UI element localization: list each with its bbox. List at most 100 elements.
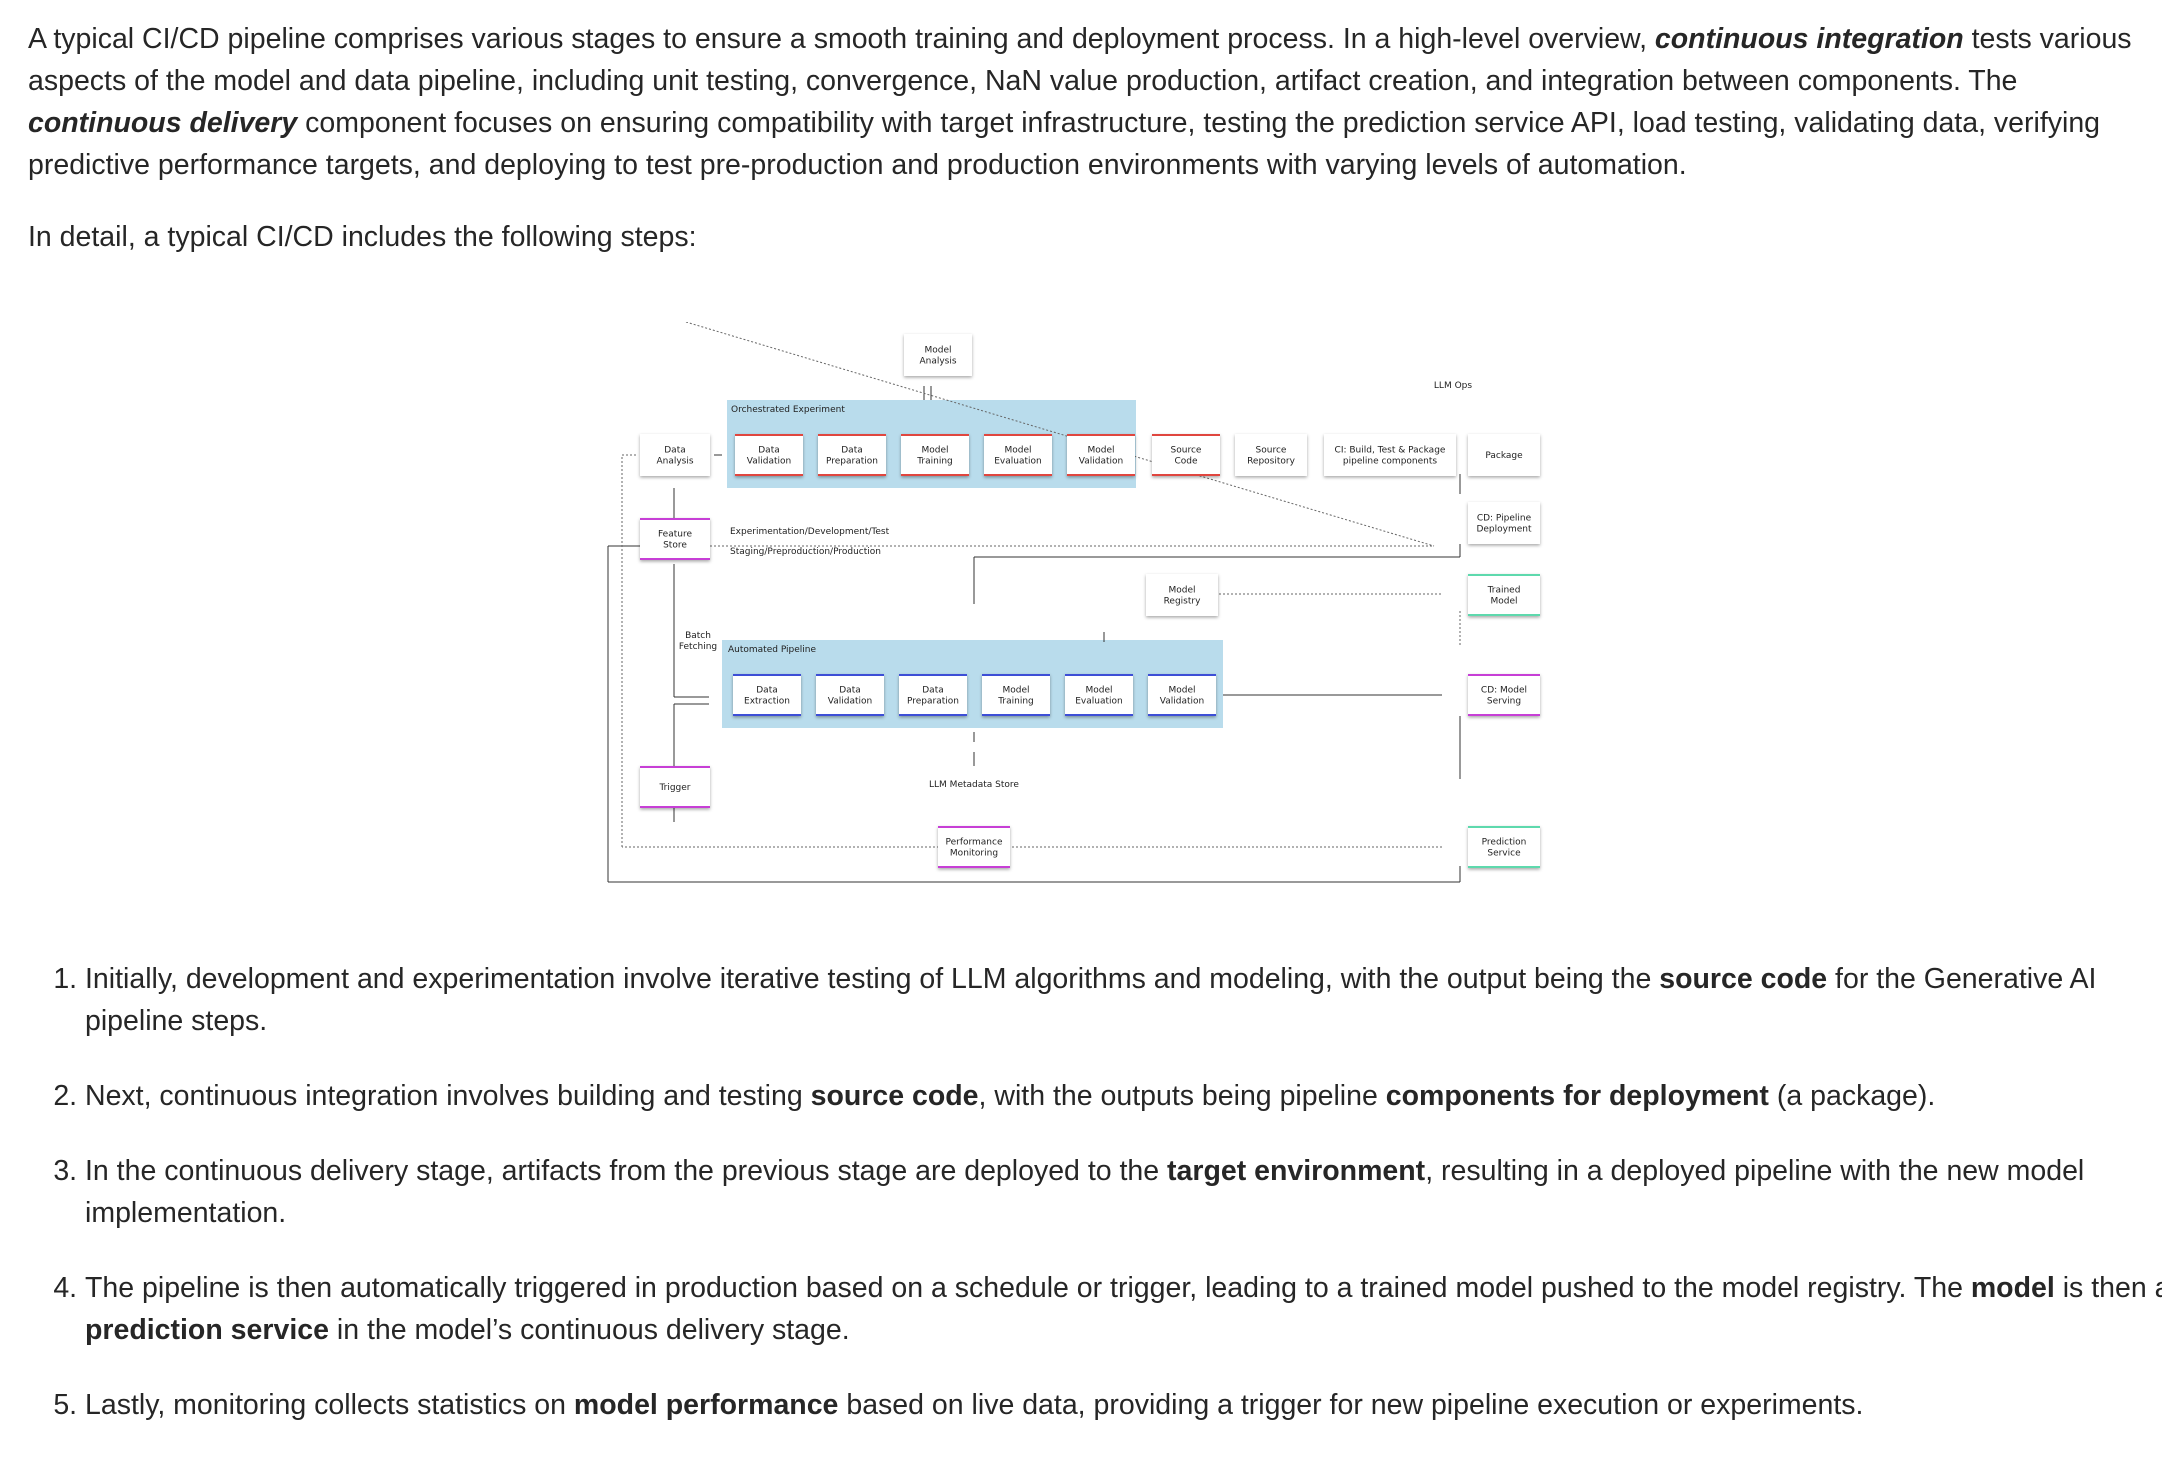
steps-list: Initially, development and experimentati… <box>28 958 2162 1459</box>
automated-step-1-label-2: Extraction <box>744 697 790 707</box>
step-2-bold-b: components for deployment <box>1385 1080 1769 1112</box>
intro-emphasis-ci: continuous integration <box>1654 23 1964 55</box>
step-1-text-b: for the Generative AI pipeline steps. <box>85 963 2097 1037</box>
trained-model-box-label-1: Trained <box>1487 586 1521 596</box>
step-3-text-a: In the continuous delivery stage, artifa… <box>85 1155 1168 1187</box>
step-2-bold-a: source code <box>810 1080 979 1112</box>
cd-model-serving-box-label-2: Serving <box>1487 697 1521 707</box>
orchestrated-step-4-label-2: Evaluation <box>994 457 1042 467</box>
step-item-2: Next, continuous integration involves bu… <box>85 1075 2162 1117</box>
cd-pipeline-deployment-box-label-2: Deployment <box>1476 525 1532 535</box>
step-4-text-b: is then a <box>2054 1272 2162 1304</box>
intro-text-1: A typical CI/CD pipeline comprises vario… <box>28 23 1655 55</box>
step-5-text-a: Lastly, monitoring collects statistics o… <box>85 1389 574 1421</box>
llm-ops-label: LLM Ops <box>1434 381 1472 391</box>
step-4-text-c: in the model’s continuous delivery stage… <box>328 1314 850 1346</box>
automated-step-1-label-1: Data <box>756 686 778 696</box>
orchestrated-step-2-label-2: Preparation <box>826 457 878 467</box>
source-code-box-label-2: Code <box>1174 457 1198 467</box>
orchestrated-step-5-label-2: Validation <box>1079 457 1123 467</box>
step-1-text-a: Initially, development and experimentati… <box>85 963 1660 995</box>
step-item-3: In the continuous delivery stage, artifa… <box>85 1150 2162 1234</box>
orchestrated-step-1-label-2: Validation <box>747 457 791 467</box>
automated-step-2-label-1: Data <box>839 686 861 696</box>
model-analysis-box-label-1: Model <box>924 346 951 356</box>
detail-paragraph: In detail, a typical CI/CD includes the … <box>28 221 697 253</box>
data-analysis-box-label-1: Data <box>664 446 686 456</box>
automated-step-4-label-1: Model <box>1002 686 1029 696</box>
step-4-bold-a: model <box>1970 1272 2055 1304</box>
model-registry-box-label-1: Model <box>1168 586 1195 596</box>
step-item-5: Lastly, monitoring collects statistics o… <box>85 1384 2162 1426</box>
model-registry-box-label-2: Registry <box>1164 597 1202 607</box>
step-item-4: The pipeline is then automatically trigg… <box>85 1267 2162 1351</box>
automated-pipeline-panel <box>722 640 1223 728</box>
intro-paragraph: A typical CI/CD pipeline comprises vario… <box>28 18 2138 186</box>
source-repository-box-label-1: Source <box>1256 446 1287 456</box>
automated-step-6-label-1: Model <box>1168 686 1195 696</box>
trigger-box: Trigger <box>640 766 710 808</box>
trigger-box-label-1: Trigger <box>658 783 690 793</box>
step-2-text-b: , with the outputs being pipeline <box>978 1080 1386 1112</box>
intro-text-2: tests various aspects of the model and d… <box>28 23 2132 97</box>
batch-fetching-label-2: Fetching <box>679 642 717 652</box>
feature-store-box-label-2: Store <box>663 541 687 551</box>
step-3-bold-a: target environment <box>1167 1155 1426 1187</box>
automated-pipeline-label: Automated Pipeline <box>728 645 817 655</box>
step-4-bold-b: prediction service <box>85 1314 329 1346</box>
llm-metadata-store-label: LLM Metadata Store <box>929 780 1019 790</box>
trained-model-box-label-2: Model <box>1490 597 1517 607</box>
experimentation-label: Experimentation/Development/Test <box>730 527 890 537</box>
performance-monitoring-box-label-1: Performance <box>945 838 1002 848</box>
step-5-text-b: based on live data, providing a trigger … <box>838 1389 1864 1421</box>
automated-step-4-label-2: Training <box>997 697 1034 707</box>
step-2-text-a: Next, continuous integration involves bu… <box>85 1080 811 1112</box>
model-analysis-box-label-2: Analysis <box>919 357 956 367</box>
article-body: A typical CI/CD pipeline comprises vario… <box>28 0 2138 258</box>
step-3-text-b: , resulting in a deployed pipeline with … <box>85 1155 2085 1229</box>
cd-pipeline-deployment-box-label-1: CD: Pipeline <box>1477 514 1532 524</box>
data-analysis-box-label-2: Analysis <box>656 457 693 467</box>
intro-text-3: component focuses on ensuring compatibil… <box>28 107 2101 181</box>
prediction-service-box-label-1: Prediction <box>1482 838 1527 848</box>
orchestrated-step-4-label-1: Model <box>1004 446 1031 456</box>
prediction-service-box-label-2: Service <box>1487 849 1521 859</box>
step-item-1: Initially, development and experimentati… <box>85 958 2162 1042</box>
orchestrated-step-3-label-2: Training <box>916 457 953 467</box>
source-repository-box-label-2: Repository <box>1247 457 1296 467</box>
package-box: Package <box>1468 434 1540 476</box>
orchestrated-experiment-label: Orchestrated Experiment <box>731 405 845 415</box>
diagram-canvas: ModelAnalysisDataAnalysisDataValidationD… <box>607 322 1540 883</box>
step-1-bold-a: source code <box>1659 963 1828 995</box>
staging-label: Staging/Preproduction/Production <box>730 547 881 557</box>
automated-step-6-label-2: Validation <box>1160 697 1204 707</box>
automated-step-2-label-2: Validation <box>828 697 872 707</box>
cd-model-serving-box-label-1: CD: Model <box>1481 686 1527 696</box>
orchestrated-step-3-label-1: Model <box>921 446 948 456</box>
orchestrated-step-5-label-1: Model <box>1087 446 1114 456</box>
automated-step-3-label-1: Data <box>922 686 944 696</box>
intro-emphasis-cd: continuous delivery <box>28 107 298 139</box>
performance-monitoring-box-label-2: Monitoring <box>950 849 998 859</box>
source-code-box-label-1: Source <box>1171 446 1202 456</box>
step-5-bold-a: model performance <box>573 1389 839 1421</box>
